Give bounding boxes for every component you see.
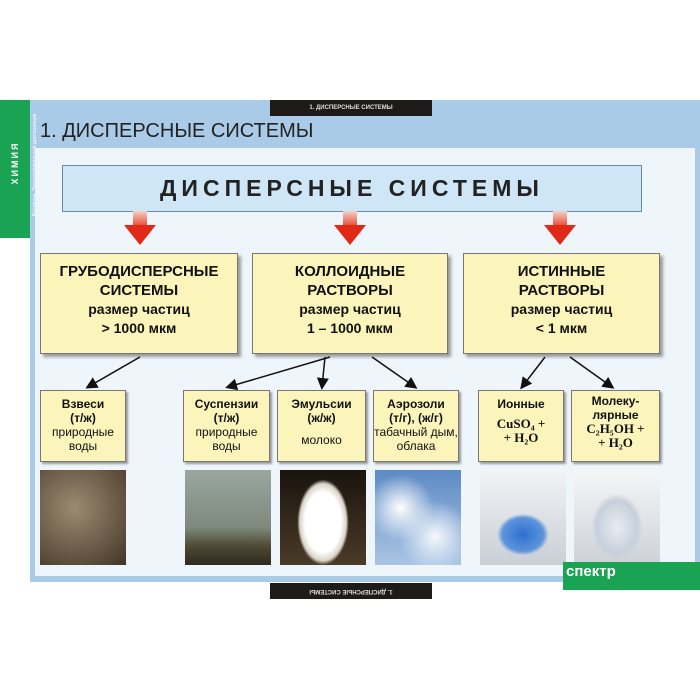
type-example: молоко <box>301 433 342 447</box>
type-suspension: Суспензии(т/ж)природные воды <box>183 390 270 462</box>
size-value: > 1000 мкм <box>101 320 177 336</box>
formula: CuSO₄ + <box>496 416 546 431</box>
footer-tab: 1. ДИСПЕРСНЫЕ СИСТЕМЫ <box>270 583 432 599</box>
subject-strip: ХИМИЯ Растворы. Электролитическая диссоц… <box>0 100 38 238</box>
type-aerosol: Аэрозоли(т/г), (ж/г)табачный дым, облака <box>373 390 459 462</box>
red-arrow-icon <box>124 225 156 245</box>
type-phase: (ж/ж) <box>307 411 336 425</box>
arrow-stem <box>343 211 357 225</box>
category-name: ИСТИННЫЕ <box>517 263 606 280</box>
size-value: < 1 мкм <box>535 320 588 336</box>
category-true: ИСТИННЫЕ РАСТВОРЫ размер частиц < 1 мкм <box>463 253 660 354</box>
category-name: РАСТВОРЫ <box>518 282 605 299</box>
header-tab: 1. ДИСПЕРСНЫЕ СИСТЕМЫ <box>270 100 432 116</box>
blue-solution-beaker-photo <box>480 470 566 565</box>
arrow-stem <box>553 211 567 225</box>
type-name: Суспензии <box>194 397 259 411</box>
page-title: 1. ДИСПЕРСНЫЕ СИСТЕМЫ <box>40 120 314 142</box>
type-name: Молеку-лярные <box>591 394 640 422</box>
size-label: размер частиц <box>88 301 190 317</box>
category-name: РАСТВОРЫ <box>307 282 393 299</box>
clouds-photo <box>375 470 461 565</box>
type-emulsion: Эмульсии(ж/ж) молоко <box>277 390 366 462</box>
category-coarse: ГРУБОДИСПЕРСНЫЕ СИСТЕМЫ размер частиц > … <box>40 253 238 354</box>
pond-water-photo <box>185 470 271 565</box>
category-colloid: КОЛЛОИДНЫЕ РАСТВОРЫ размер частиц 1 – 10… <box>252 253 448 354</box>
red-arrow-icon <box>334 225 366 245</box>
category-name: ГРУБОДИСПЕРСНЫЕ <box>59 263 219 280</box>
red-arrow-icon <box>544 225 576 245</box>
type-name: Эмульсии <box>291 397 352 411</box>
arrow-stem <box>133 211 147 225</box>
type-phase: (т/ж) <box>213 411 240 425</box>
type-suspension-coarse: Взвеси(т/ж)природные воды <box>40 390 126 462</box>
category-name: КОЛЛОИДНЫЕ <box>294 263 406 280</box>
type-name: Аэрозоли <box>387 397 445 411</box>
formula: C₂H₅OH + <box>586 421 645 436</box>
clear-solution-beaker-photo <box>574 470 660 565</box>
type-phase: (т/г), (ж/г) <box>389 411 443 425</box>
size-value: 1 – 1000 мкм <box>306 320 394 336</box>
type-phase: (т/ж) <box>70 411 96 425</box>
type-example: табачный дым, облака <box>374 425 458 453</box>
size-label: размер частиц <box>510 301 613 317</box>
type-name: Взвеси <box>61 397 105 411</box>
milk-glass-photo <box>280 470 366 565</box>
publisher-logo: спектр <box>566 563 616 580</box>
formula: + H₂O <box>503 430 539 445</box>
type-example: природные воды <box>52 425 114 453</box>
formula: + H₂O <box>598 435 633 450</box>
category-name: СИСТЕМЫ <box>99 282 179 299</box>
publisher-block: спектр <box>563 562 700 590</box>
size-label: размер частиц <box>299 301 401 317</box>
muddy-water-photo <box>40 470 126 565</box>
type-example: природные воды <box>195 425 258 453</box>
type-name: Ионные <box>497 397 545 411</box>
